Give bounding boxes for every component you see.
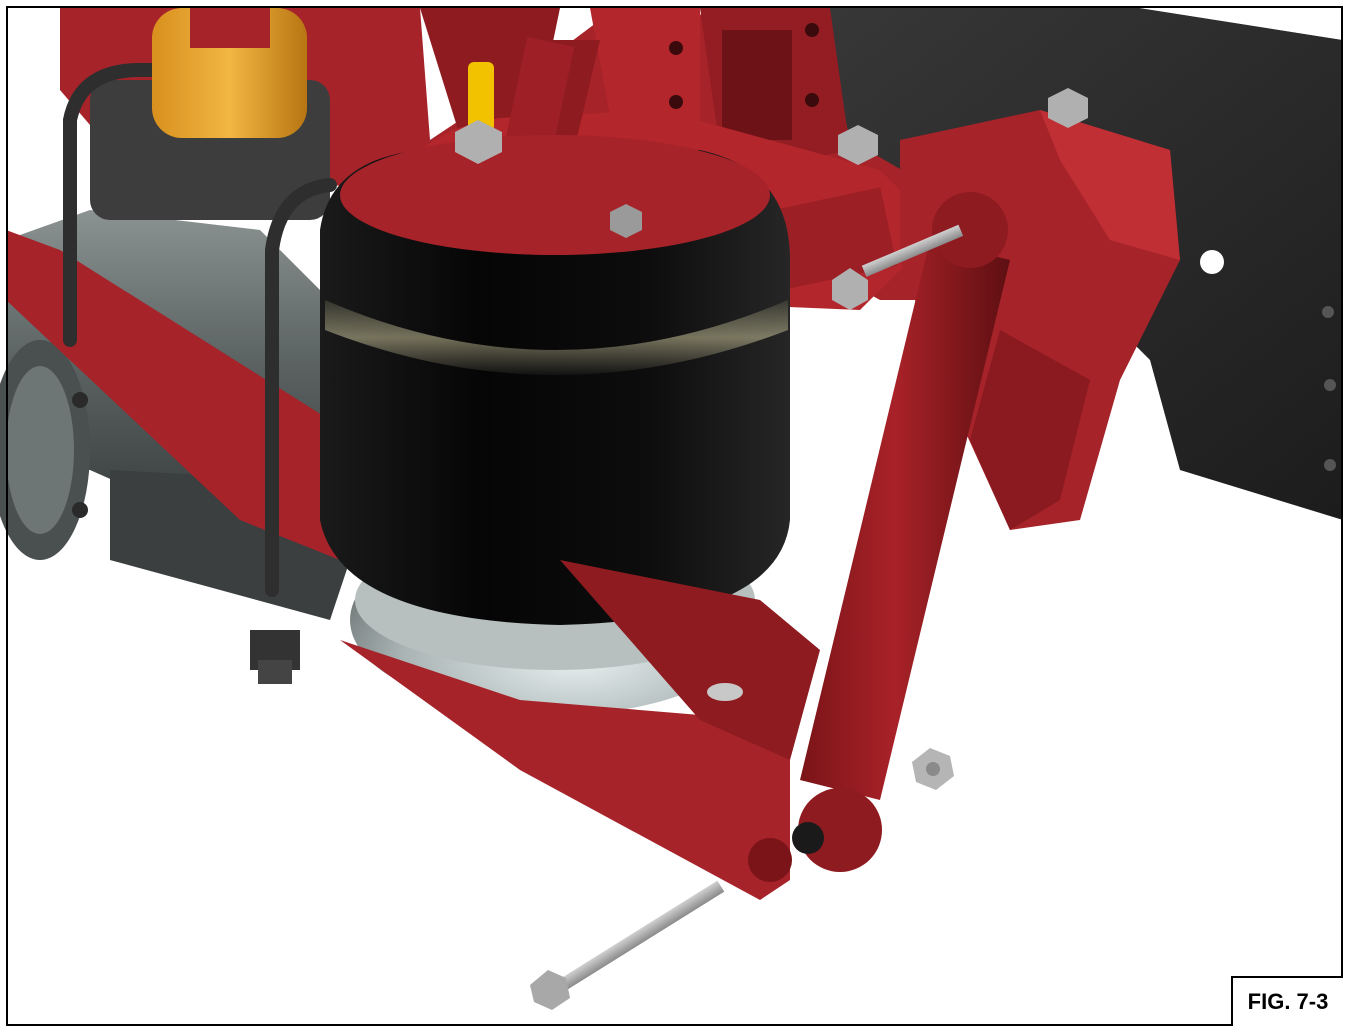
u-bolt-nut <box>250 630 300 684</box>
trailing-arm <box>340 560 820 900</box>
air-spring <box>320 135 790 715</box>
top-nut <box>610 88 1088 238</box>
shock-mount-nut <box>912 748 954 790</box>
air-valve <box>455 62 502 164</box>
hanger-bolt <box>832 224 964 310</box>
lower-frame-bar <box>6 230 340 560</box>
shock-absorber <box>748 192 1010 882</box>
shock-mount-bolt <box>530 880 725 1010</box>
u-bolt <box>63 63 337 597</box>
figure-label: FIG. 7-3 <box>1231 976 1343 1026</box>
shock-absorber-upper <box>152 8 307 138</box>
figure-border <box>6 6 1343 1026</box>
